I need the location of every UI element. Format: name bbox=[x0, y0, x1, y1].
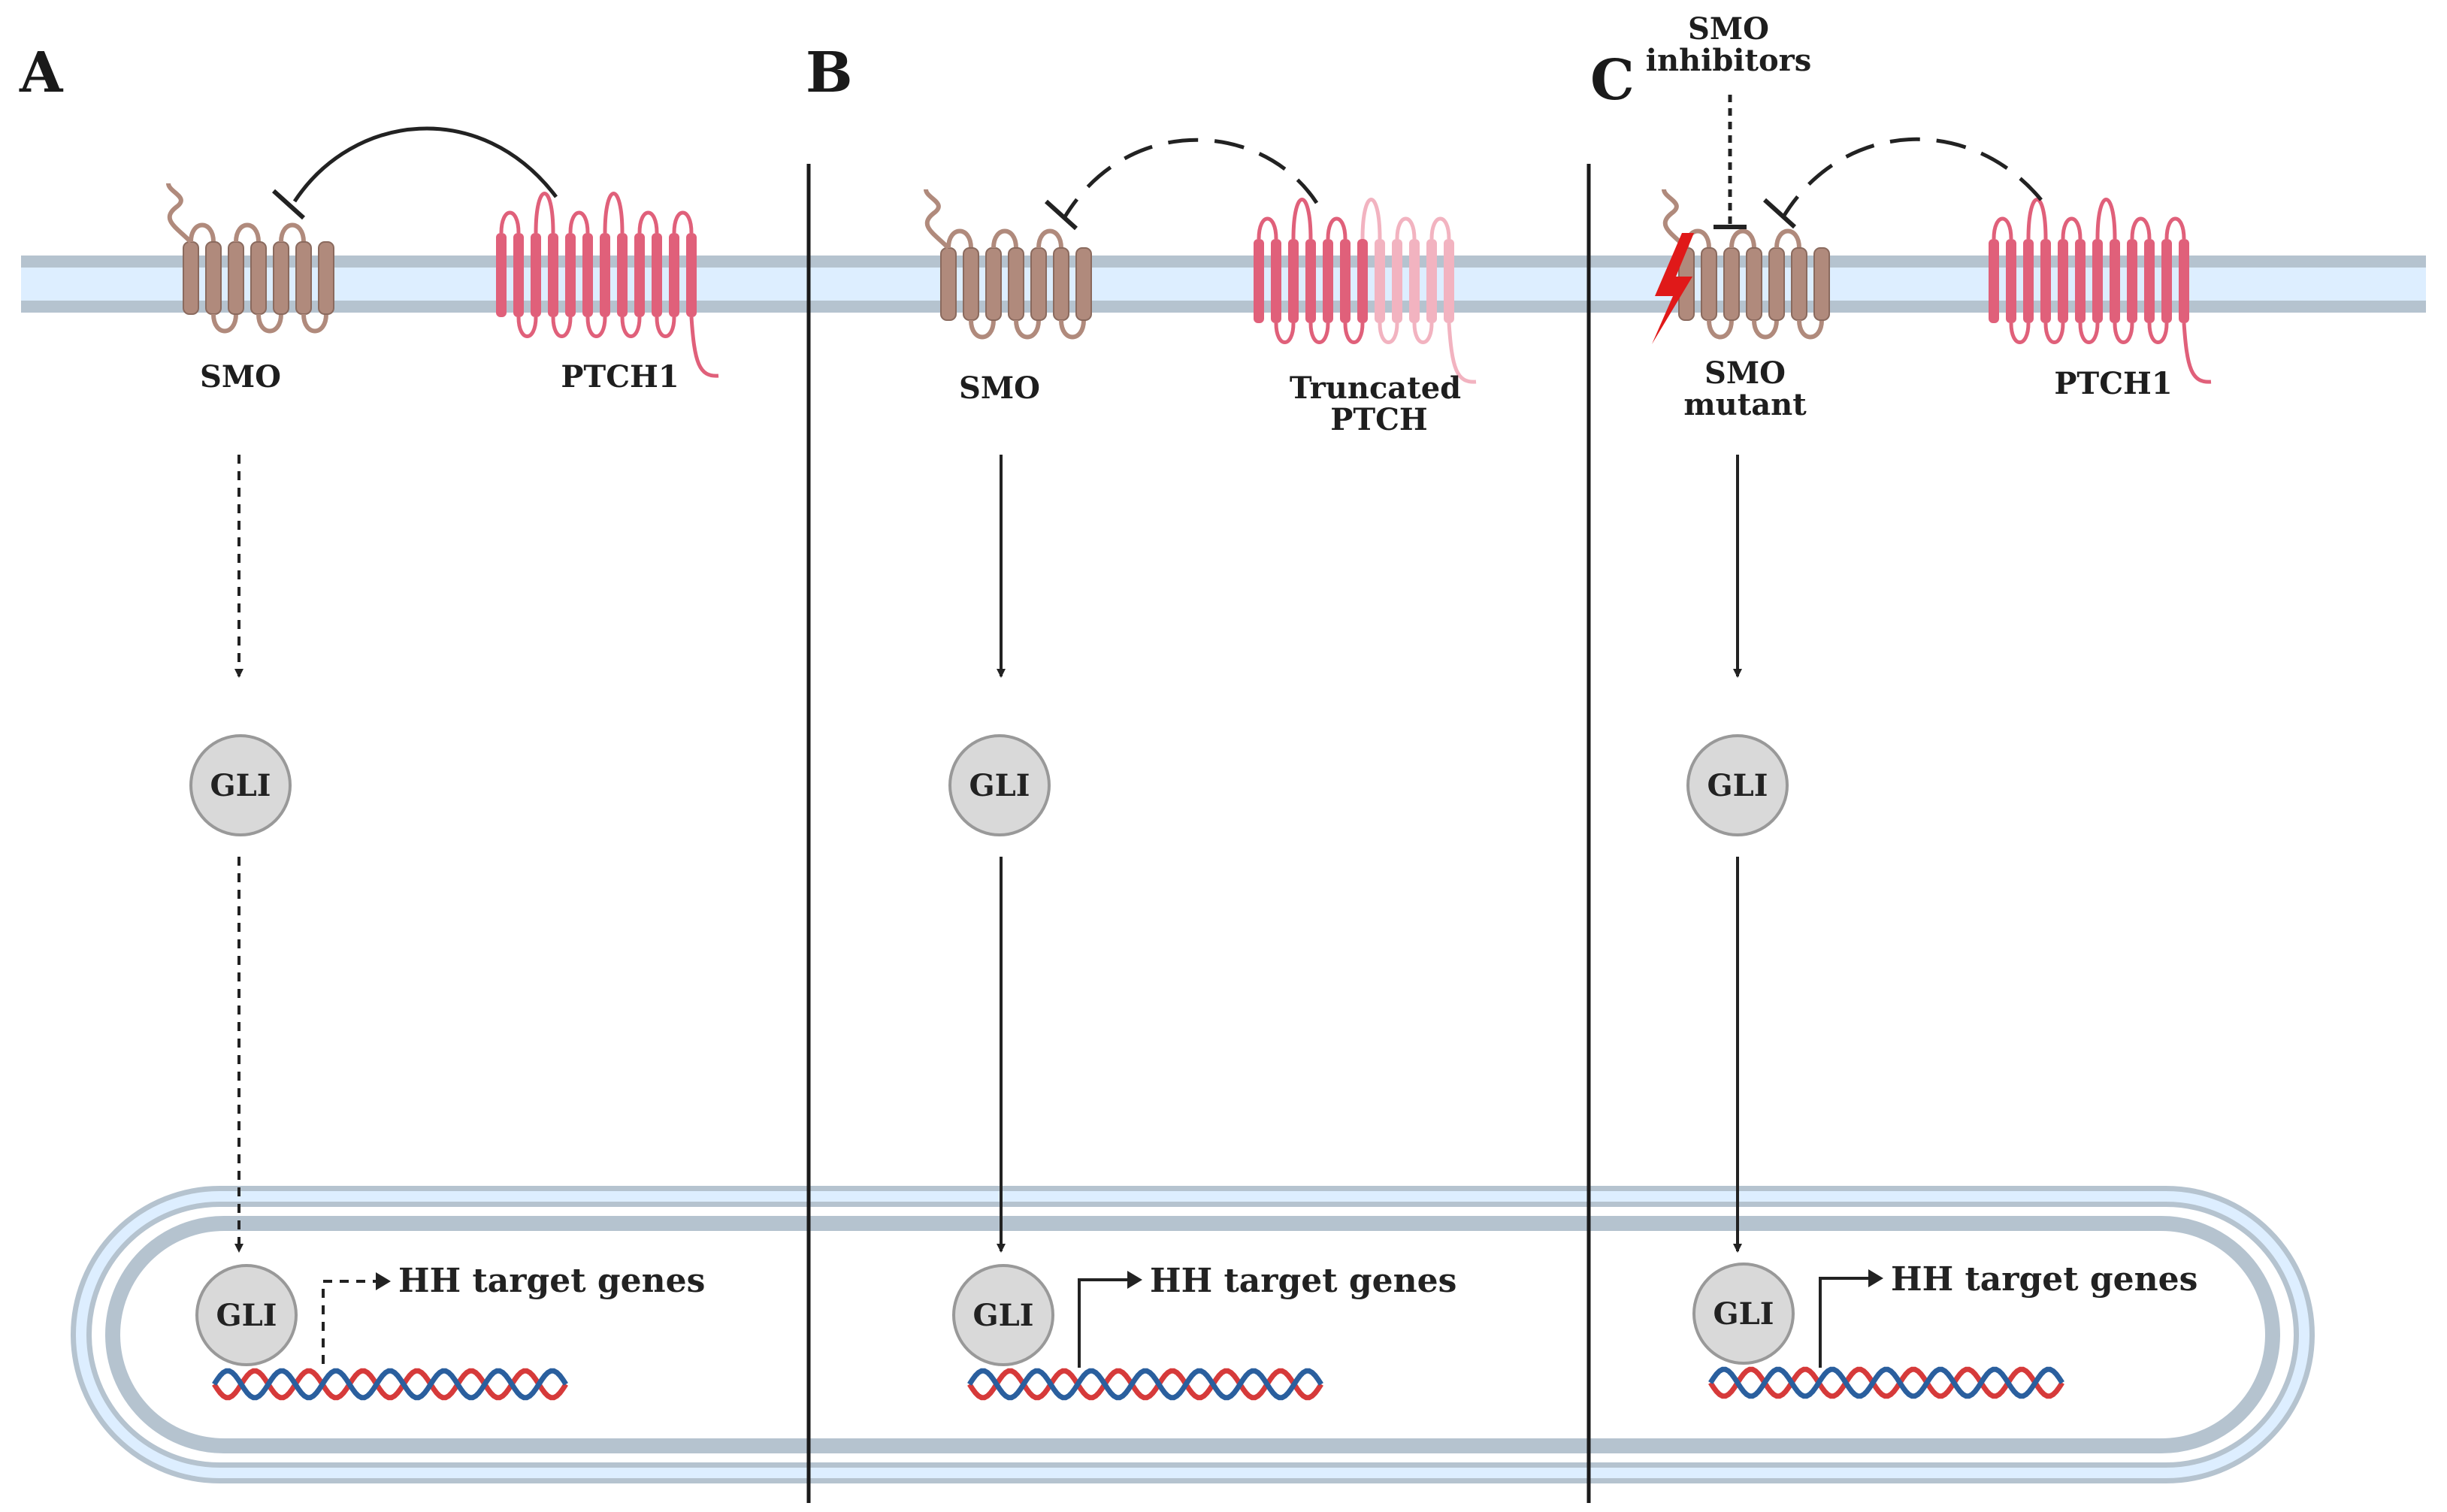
panel-letter-c: C bbox=[1590, 48, 1635, 113]
transcription-arrow-b bbox=[1078, 1278, 1129, 1368]
truncated-ptch-label-b: Truncated bbox=[1290, 370, 1461, 406]
lightning-bolt-icon bbox=[1652, 233, 1694, 344]
inhibition-bar bbox=[271, 189, 306, 220]
dna-helix-icon bbox=[1708, 1366, 2064, 1399]
target-genes-label-a: HH target genes bbox=[398, 1262, 705, 1300]
smo-receptor-icon bbox=[924, 189, 1092, 340]
smo-receptor-icon bbox=[1662, 189, 1830, 340]
smo-label-b: SMO bbox=[959, 370, 1040, 406]
panel-letter-a: A bbox=[19, 41, 64, 105]
target-genes-label-b: HH target genes bbox=[1150, 1262, 1456, 1300]
ptch1-label-a: PTCH1 bbox=[561, 359, 679, 395]
gli-node-b bbox=[948, 734, 1051, 836]
dna-helix-icon bbox=[212, 1368, 568, 1401]
inhibition-bar bbox=[1762, 198, 1797, 229]
target-genes-label-c: HH target genes bbox=[1891, 1260, 2197, 1299]
gli-nuclear-node-b bbox=[952, 1264, 1054, 1366]
ptch1-inhibits-smo-arc bbox=[1780, 137, 2043, 219]
smo-label-a: SMO bbox=[200, 359, 281, 395]
transcription-arrow-c bbox=[1819, 1277, 1870, 1368]
gli-nuclear-label-a: GLI bbox=[216, 1298, 277, 1333]
gli-label-c: GLI bbox=[1707, 768, 1768, 803]
ptch-receptor-icon bbox=[1254, 198, 1477, 384]
inhibition-bar bbox=[1044, 199, 1078, 231]
smo-mutant-sublabel: mutant bbox=[1683, 387, 1807, 422]
smo-inhibitors-label-line2: inhibitors bbox=[1646, 43, 1811, 78]
gli-node-c bbox=[1686, 734, 1789, 836]
transcription-arrow-a bbox=[322, 1280, 376, 1364]
truncated-ptch-sublabel-b: PTCH bbox=[1330, 402, 1427, 437]
gli-label-b: GLI bbox=[969, 768, 1030, 803]
nuclear-envelope bbox=[71, 1186, 2315, 1483]
panel-a: SMO PTCH1 GLI GLI HH target genes bbox=[189, 126, 705, 1401]
panel-b: SMO Truncated PTCH GLI GLI HH target gen… bbox=[948, 138, 1461, 1401]
dna-helix-icon bbox=[967, 1368, 1323, 1401]
gli-nuclear-label-b: GLI bbox=[973, 1298, 1034, 1333]
ptch-receptor-icon bbox=[1989, 198, 2212, 384]
ptch-receptor-icon bbox=[496, 192, 719, 378]
gli-node-a bbox=[189, 734, 292, 836]
panel-letter-b: B bbox=[806, 41, 853, 105]
smo-mutant-label: SMO bbox=[1704, 355, 1786, 391]
gli-nuclear-node-a bbox=[195, 1264, 298, 1366]
smo-inhibitors-label-line1: SMO bbox=[1688, 11, 1769, 47]
gli-nuclear-label-c: GLI bbox=[1714, 1296, 1774, 1332]
truncated-ptch-inhibits-smo-arc bbox=[1062, 138, 1319, 219]
panel-c: SMO inhibitors SMO mutant PTCH1 GLI GLI … bbox=[1646, 11, 2197, 1399]
smo-receptor-icon bbox=[166, 183, 334, 334]
gli-label-a: GLI bbox=[210, 768, 271, 803]
ptch-inhibits-smo-arc bbox=[292, 126, 558, 203]
ptch1-label-c: PTCH1 bbox=[2054, 366, 2172, 401]
gli-nuclear-node-c bbox=[1692, 1263, 1795, 1365]
